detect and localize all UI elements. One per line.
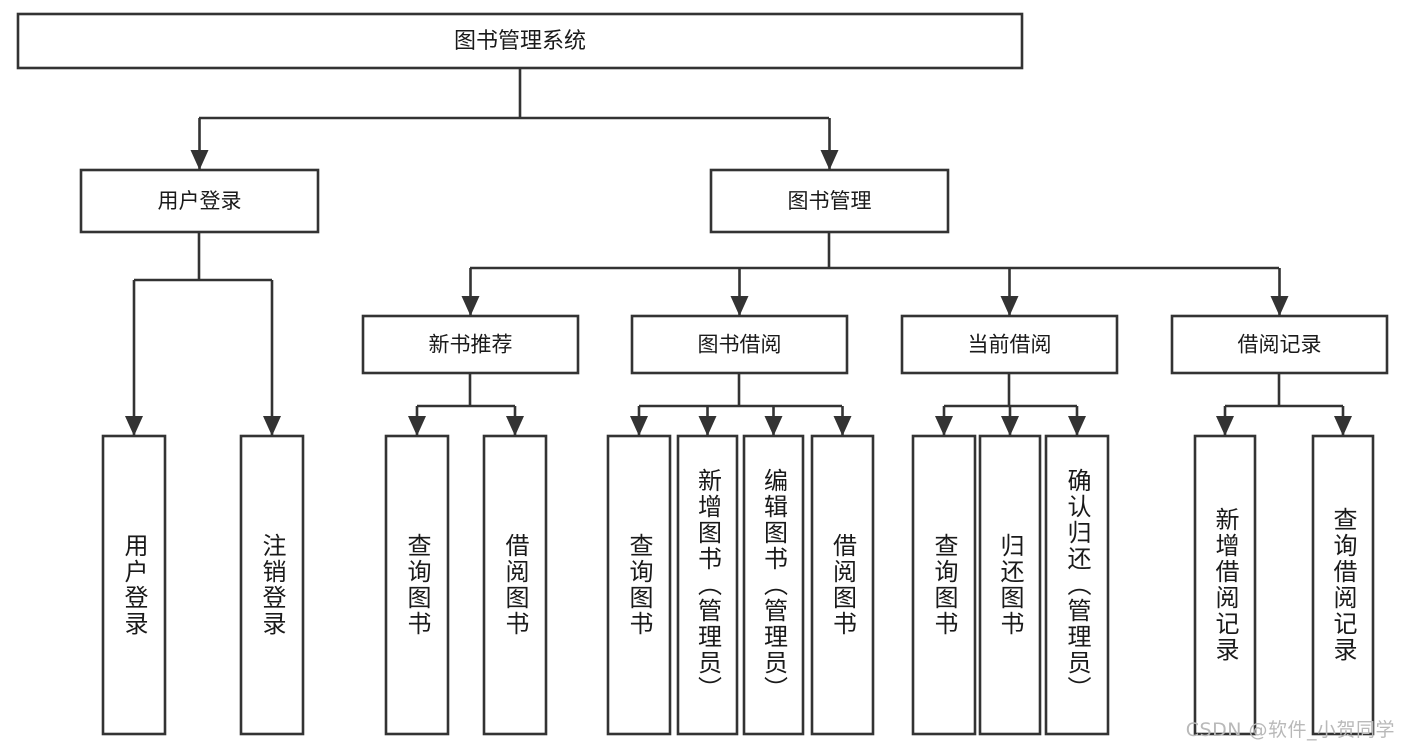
arrow-down-icon-l2-1 — [820, 150, 839, 170]
node-leaf-11[interactable] — [1193, 434, 1257, 736]
arrow-down-icon-leaf-7 — [833, 416, 852, 436]
arrow-down-icon-leaf-2 — [408, 416, 426, 436]
arrow-down-icon-leaf-9 — [1001, 416, 1019, 436]
node-level2-1[interactable] — [709, 168, 950, 234]
watermark: CSDN @软件_小贺同学 — [1185, 719, 1395, 741]
node-leaf-12[interactable] — [1311, 434, 1375, 736]
node-leaf-8[interactable] — [911, 434, 977, 736]
node-level3-1-label: 图书借阅 — [698, 333, 782, 357]
arrow-down-icon-leaf-6 — [764, 416, 783, 436]
arrow-down-icon-l3-0 — [461, 296, 480, 316]
node-leaf-3[interactable] — [482, 434, 548, 736]
arrow-down-icon-leaf-5 — [698, 416, 717, 436]
boxes-layer — [16, 12, 1389, 736]
node-level3-3-label: 借阅记录 — [1238, 333, 1322, 357]
node-leaf-1[interactable] — [239, 434, 305, 736]
arrow-down-icon-leaf-8 — [935, 416, 953, 436]
node-root-label: 图书管理系统 — [454, 29, 586, 54]
node-leaf-4[interactable] — [606, 434, 672, 736]
node-level2-0[interactable] — [79, 168, 320, 234]
arrow-down-icon-l3-3 — [1270, 296, 1289, 316]
node-level3-2[interactable] — [900, 314, 1119, 375]
node-level3-3[interactable] — [1170, 314, 1389, 375]
node-level3-1[interactable] — [630, 314, 849, 375]
node-level2-0-label: 用户登录 — [158, 189, 242, 213]
node-level3-0-label: 新书推荐 — [429, 333, 513, 357]
node-leaf-0[interactable] — [101, 434, 167, 736]
arrow-down-icon-l3-1 — [730, 296, 749, 316]
arrow-down-icon-leaf-11 — [1216, 416, 1234, 436]
arrow-down-icon-leaf-10 — [1068, 416, 1086, 436]
node-root[interactable] — [16, 12, 1024, 70]
node-leaf-7[interactable] — [810, 434, 875, 736]
arrow-down-icon-l3-2 — [1000, 296, 1019, 316]
arrow-down-icon-leaf-3 — [506, 416, 524, 436]
node-leaf-2[interactable] — [384, 434, 450, 736]
node-level3-0[interactable] — [361, 314, 580, 375]
connectors-layer — [125, 68, 1352, 436]
arrow-down-icon-leaf-4 — [630, 416, 648, 436]
node-leaf-10[interactable] — [1044, 434, 1110, 736]
node-level2-1-label: 图书管理 — [788, 189, 872, 213]
node-leaf-9[interactable] — [978, 434, 1042, 736]
node-level3-2-label: 当前借阅 — [968, 333, 1052, 357]
arrow-down-icon-leaf-1 — [263, 416, 281, 436]
node-leaf-6[interactable] — [742, 434, 805, 736]
arrow-down-icon-leaf-12 — [1334, 416, 1352, 436]
arrow-down-icon-l2-0 — [190, 150, 209, 170]
node-leaf-5[interactable] — [676, 434, 739, 736]
arrow-down-icon-leaf-0 — [125, 416, 143, 436]
